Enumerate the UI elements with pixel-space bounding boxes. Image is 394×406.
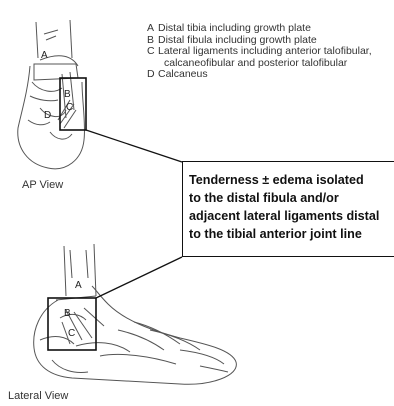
callout-box: Tenderness ± edema isolated to the dista…: [182, 161, 394, 257]
ap-tag-b: B: [64, 89, 71, 100]
ap-tag-c: C: [66, 102, 73, 113]
legend-item-d: D Calcaneus: [147, 69, 392, 81]
callout-line: adjacent lateral ligaments distal: [189, 207, 394, 225]
lateral-tag-a: A: [75, 280, 82, 291]
connector-lateral: [96, 257, 182, 298]
legend-key: C: [147, 46, 158, 58]
legend-text: Distal tibia including growth plate: [158, 23, 392, 35]
lateral-view-label: Lateral View: [8, 390, 68, 402]
connector-ap: [86, 130, 182, 162]
legend-text: Calcaneus: [158, 69, 392, 81]
callout-line: Tenderness ± edema isolated: [189, 171, 394, 189]
legend-text: Lateral ligaments including anterior tal…: [158, 46, 392, 58]
lateral-tag-b: B: [64, 308, 71, 319]
callout-line: to the distal fibula and/or: [189, 189, 394, 207]
legend-item-a: A Distal tibia including growth plate: [147, 23, 392, 35]
ap-ankle-drawing: [18, 20, 85, 169]
ap-tag-d: D: [44, 110, 51, 121]
ap-tag-a: A: [41, 50, 48, 61]
callout-line: to the tibial anterior joint line: [189, 225, 394, 243]
legend-key: D: [147, 69, 158, 81]
legend-key: A: [147, 23, 158, 35]
legend-item-c: C Lateral ligaments including anterior t…: [147, 46, 392, 58]
ap-view-label: AP View: [22, 179, 63, 191]
lateral-tag-c: C: [68, 328, 75, 339]
legend: A Distal tibia including growth plate B …: [147, 23, 392, 81]
